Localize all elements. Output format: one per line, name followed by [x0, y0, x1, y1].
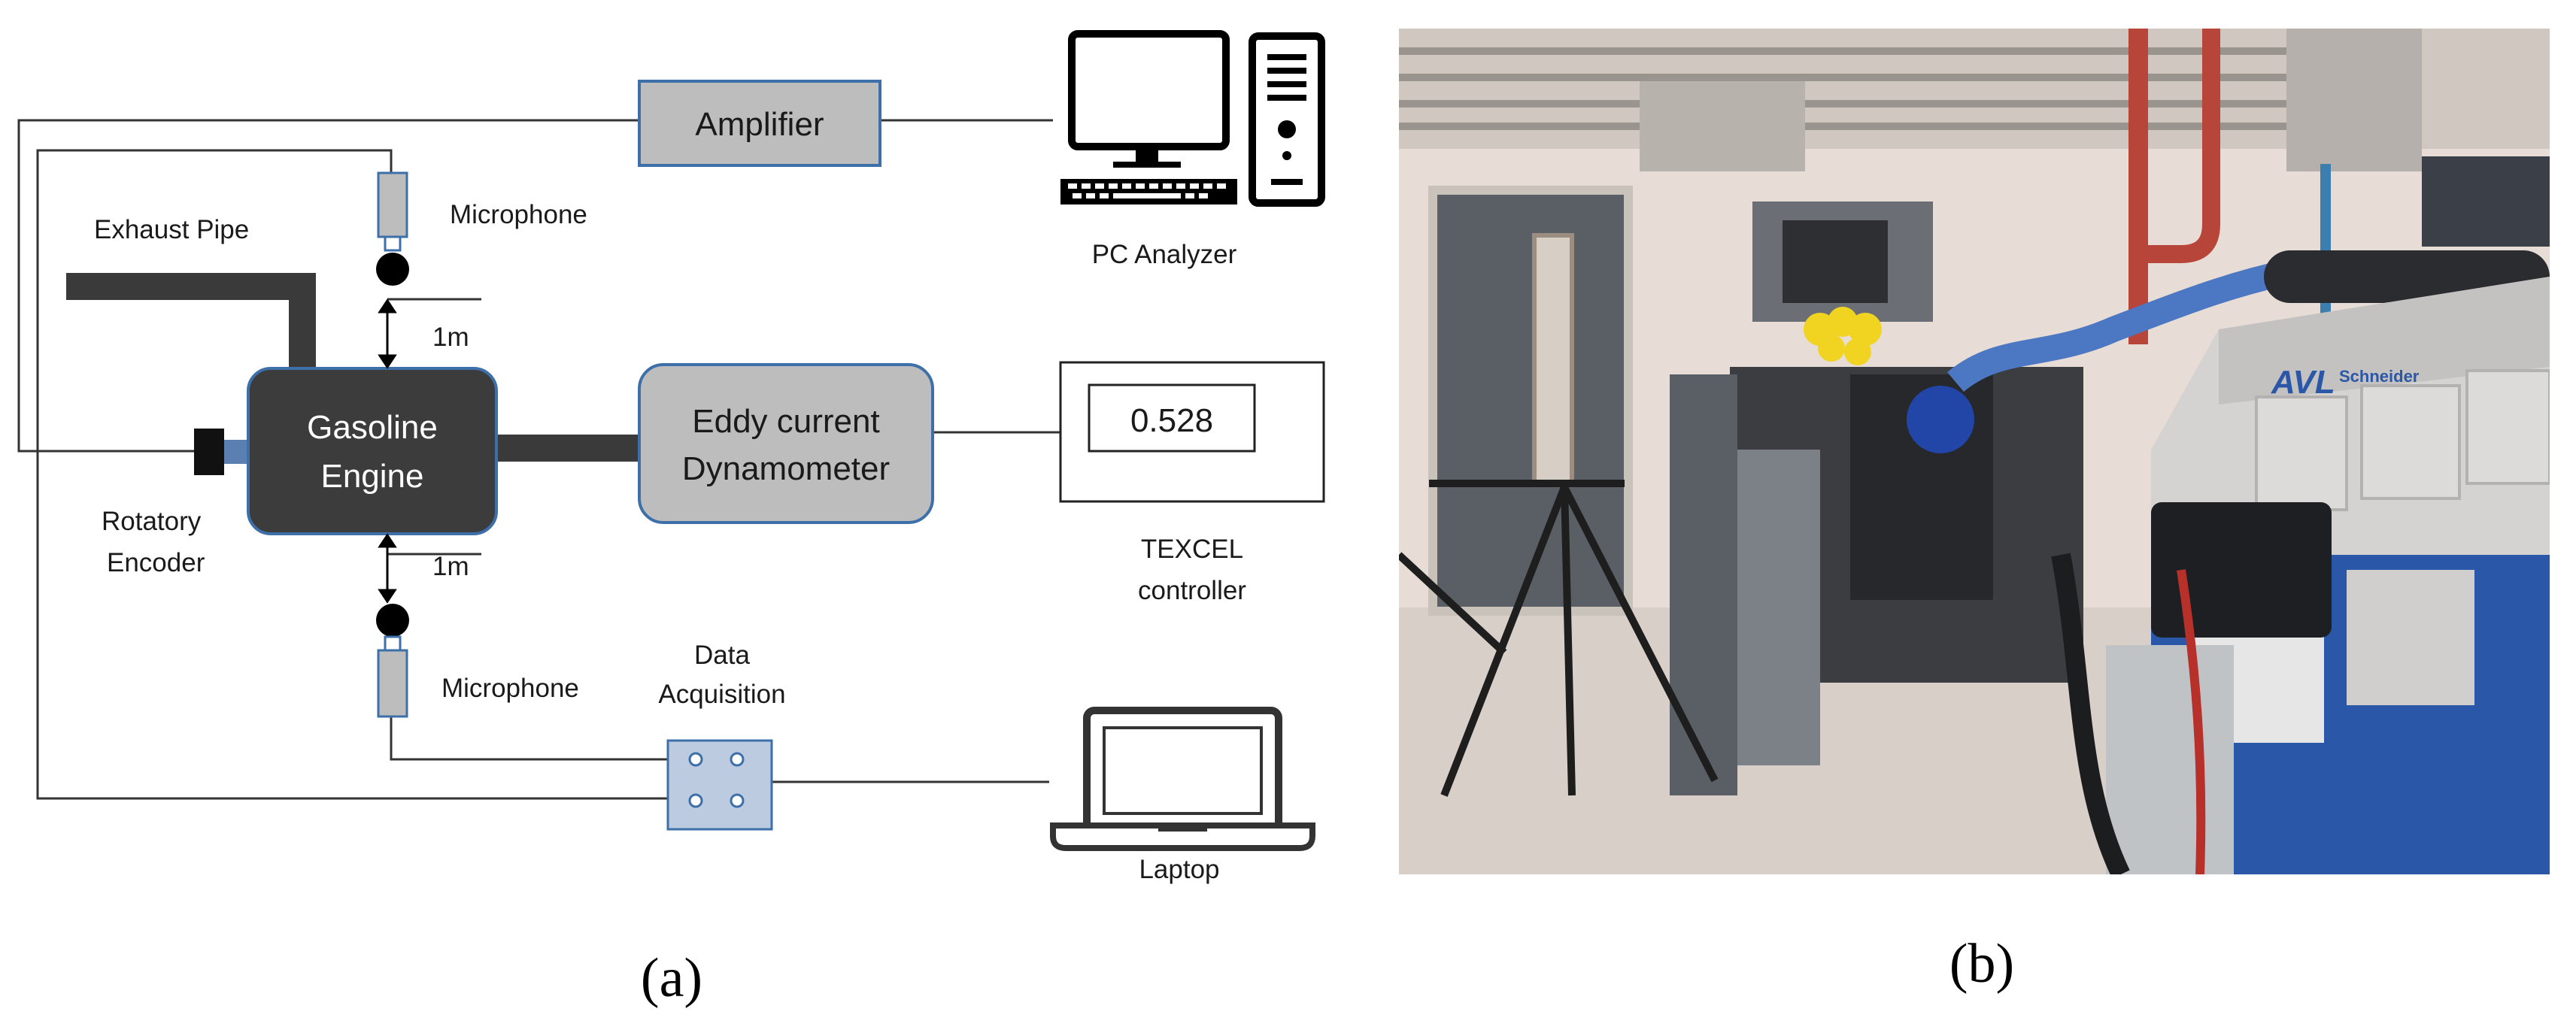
data-acquisition-box — [666, 739, 773, 831]
microphone-top — [376, 171, 409, 286]
encoder-label-line2: Encoder — [107, 548, 205, 577]
microphone-top-label: Microphone — [450, 200, 587, 229]
laptop-label: Laptop — [1139, 855, 1219, 884]
encoder-label-line1: Rotatory — [102, 507, 202, 536]
laptop-icon — [1050, 707, 1315, 851]
brand-schneider: Schneider — [2339, 367, 2420, 386]
dyno-label-line2: Dynamometer — [682, 450, 890, 487]
caption-a: (a) — [641, 947, 702, 1009]
engine-assembly — [1670, 256, 2304, 795]
controller-display-value: 0.528 — [1130, 402, 1213, 439]
monitor-icon — [1060, 30, 1237, 204]
daq-label-line2: Acquisition — [658, 680, 785, 709]
microphone-bottom — [376, 604, 409, 718]
pc-analyzer-label: PC Analyzer — [1092, 240, 1237, 269]
dynamometer-box — [638, 363, 934, 524]
controller-label-line2: controller — [1138, 576, 1246, 605]
signal-wires — [17, 119, 1060, 800]
amplifier-box — [638, 80, 881, 167]
encoder-coupling — [224, 440, 250, 464]
distance-arrow-bottom — [378, 533, 397, 604]
pc-tower-icon — [1249, 32, 1325, 207]
test-cell-photo: AVL Schneider — [1399, 29, 2550, 874]
dyno-control-rack — [2106, 277, 2550, 874]
dyno-label-line1: Eddy current — [692, 403, 879, 440]
exhaust-pipe-label: Exhaust Pipe — [94, 215, 249, 244]
controller-display — [1088, 383, 1256, 453]
amplifier-label: Amplifier — [695, 106, 824, 143]
rotatory-encoder — [194, 429, 224, 475]
setup-schematic: Exhaust Pipe Rotatory Encoder Gasoline E… — [17, 30, 1325, 1009]
distance-bottom-label: 1m — [432, 552, 469, 581]
exhaust-pipe — [66, 273, 316, 371]
gasoline-engine-box — [247, 367, 498, 535]
controller-label-line1: TEXCEL — [1141, 535, 1243, 564]
brand-avl: AVL — [2271, 364, 2335, 401]
tripod — [1399, 480, 1719, 797]
daq-label-line1: Data — [694, 641, 750, 670]
caption-b: (b) — [1949, 933, 2015, 995]
distance-arrow-top — [378, 298, 397, 369]
engine-label-line2: Engine — [320, 458, 423, 495]
microphone-bottom-label: Microphone — [441, 674, 579, 703]
drive-shaft — [493, 435, 639, 462]
distance-top-label: 1m — [432, 323, 469, 352]
engine-label-line1: Gasoline — [307, 409, 438, 446]
